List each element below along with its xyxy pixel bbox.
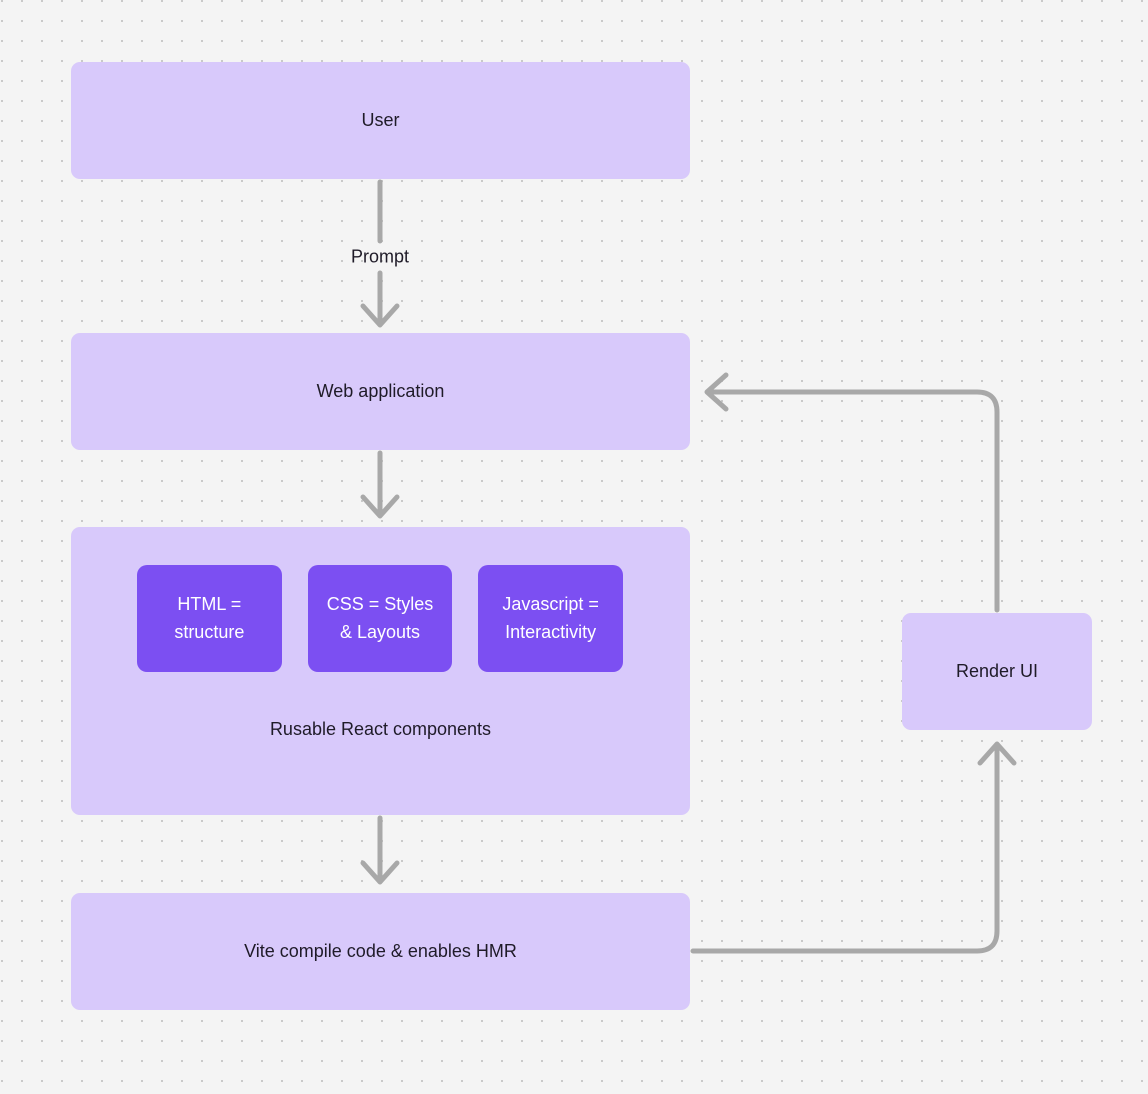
node-user[interactable]: User (71, 62, 690, 179)
node-react-components[interactable]: HTML =structure CSS = Styles& Layouts Ja… (71, 527, 690, 815)
edge-label-prompt: Prompt (350, 246, 410, 267)
chip-javascript-label: Javascript =Interactivity (502, 593, 599, 642)
chip-html[interactable]: HTML =structure (137, 565, 282, 672)
node-user-label: User (361, 110, 400, 131)
edge-webapp-to-components (360, 450, 400, 519)
chip-css-label: CSS = Styles& Layouts (326, 593, 434, 642)
node-vite[interactable]: Vite compile code & enables HMR (71, 893, 690, 1010)
edge-components-to-vite (360, 815, 400, 885)
edge-render-to-webapp (704, 372, 1000, 613)
node-render-ui[interactable]: Render UI (902, 613, 1092, 730)
node-web-application[interactable]: Web application (71, 333, 690, 450)
chip-javascript[interactable]: Javascript =Interactivity (478, 565, 624, 672)
chip-html-label: HTML =structure (174, 593, 245, 642)
node-render-ui-label: Render UI (955, 661, 1039, 682)
edge-vite-to-render (690, 741, 1017, 954)
chip-css[interactable]: CSS = Styles& Layouts (307, 565, 453, 672)
node-vite-label: Vite compile code & enables HMR (244, 941, 517, 962)
chip-row: HTML =structure CSS = Styles& Layouts Ja… (137, 565, 624, 672)
node-react-components-caption: Rusable React components (269, 719, 492, 739)
node-web-application-label: Web application (316, 381, 445, 402)
